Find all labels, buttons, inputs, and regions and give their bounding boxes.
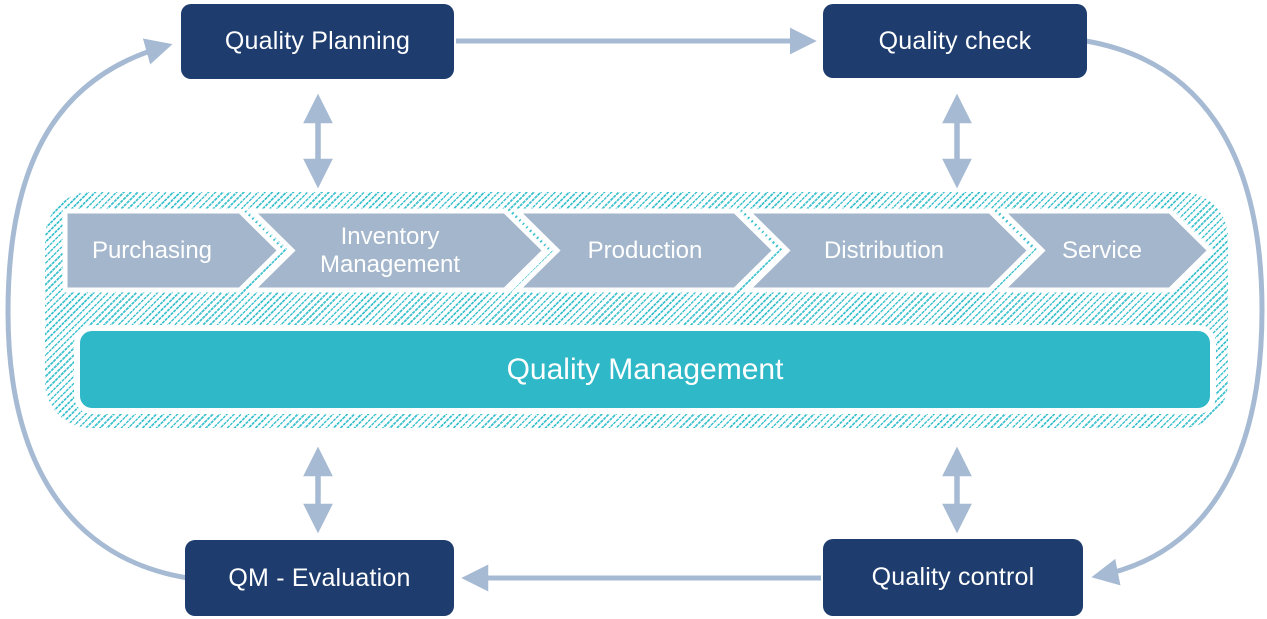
chevron-distribution — [740, 208, 1034, 293]
chevron-purchasing — [62, 208, 284, 293]
chevron-inventory-management — [245, 208, 549, 293]
quality-management-banner: Quality Management — [80, 331, 1210, 408]
node-quality-check: Quality check — [823, 4, 1087, 78]
process-chevron-band — [62, 208, 1214, 293]
quality-management-banner-label: Quality Management — [506, 352, 784, 386]
arrow-check-to-control-curve — [1085, 38, 1265, 586]
chevron-label-production: Production — [587, 236, 703, 264]
chevron-label-purchasing: Purchasing — [91, 236, 213, 264]
node-quality-control: Quality control — [823, 539, 1083, 616]
chevron-label-distribution: Distribution — [823, 236, 945, 264]
node-quality-planning-label: Quality Planning — [224, 27, 411, 55]
chevron-label-service: Service — [1061, 236, 1143, 264]
chevron-service — [995, 208, 1214, 293]
chevron-label-inventory-management: Inventory Management — [319, 222, 461, 278]
node-quality-check-label: Quality check — [878, 26, 1032, 55]
value-chain-container: Purchasing Inventory Management Producti… — [45, 192, 1228, 428]
arrow-evaluation-to-planning-curve — [5, 38, 189, 581]
node-quality-control-label: Quality control — [871, 563, 1035, 591]
chevron-production — [510, 208, 779, 293]
node-qm-evaluation-label: QM - Evaluation — [228, 563, 411, 592]
node-qm-evaluation: QM - Evaluation — [185, 540, 454, 616]
node-quality-planning: Quality Planning — [181, 4, 454, 79]
